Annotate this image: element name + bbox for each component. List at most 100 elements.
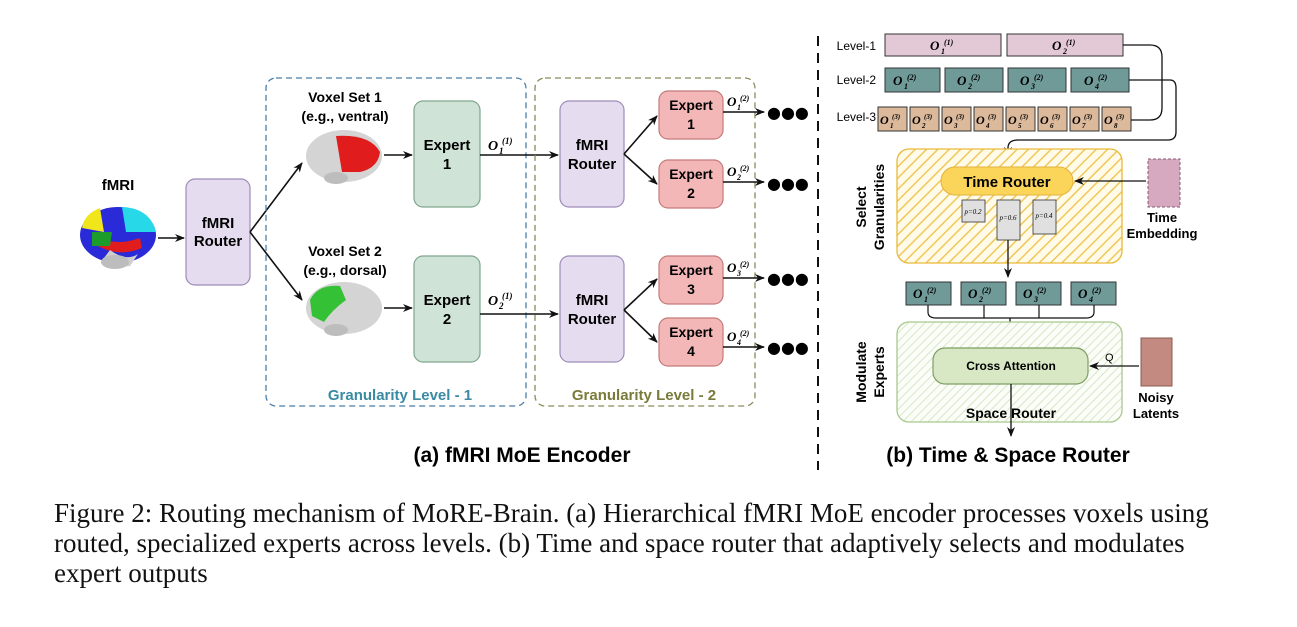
o-subscript: 1 xyxy=(924,295,928,304)
o-subscript: 8 xyxy=(1114,122,1118,130)
level-2-token-2: O 2 (2) xyxy=(944,67,1004,93)
output-l2-2: O 2 (2) xyxy=(727,164,750,182)
o-superscript: (2) xyxy=(1037,286,1047,295)
svg-text:Granularities: Granularities xyxy=(871,164,887,251)
o-superscript: (3) xyxy=(1052,113,1060,121)
voxel-set-1-brain-icon xyxy=(306,130,382,184)
prob-label-1: p=0.2 xyxy=(964,208,982,216)
modulate-experts-label: Modulate Experts xyxy=(853,341,887,403)
o-symbol: O xyxy=(1084,73,1094,88)
expert-l1-2-label: Expert xyxy=(424,292,471,309)
o-subscript: 3 xyxy=(953,122,958,130)
o-symbol: O xyxy=(1078,286,1088,301)
output-o2-level1: O 2 (1) xyxy=(488,291,513,311)
fmri-router-l2a-box xyxy=(559,100,625,208)
arrow-router2b-to-expert4 xyxy=(623,309,658,343)
svg-text:Modulate: Modulate xyxy=(853,341,869,403)
o-superscript: (1) xyxy=(502,136,513,146)
level-2-token-4: O 4 (2) xyxy=(1070,67,1130,93)
o-subscript: 1 xyxy=(904,82,908,91)
o-superscript: (2) xyxy=(1098,73,1108,82)
expert-l2-1: Expert 1 xyxy=(658,90,724,140)
panel-b-title: (b) Time & Space Router xyxy=(886,444,1130,467)
level-2-token-3: O 3 (2) xyxy=(1007,67,1067,93)
cross-attention-label: Cross Attention xyxy=(966,359,1056,373)
o-symbol: O xyxy=(1104,113,1113,127)
expert-l2-3-box xyxy=(658,255,724,305)
o-symbol: O xyxy=(488,139,498,154)
level-1-token-2: O 2 (1) xyxy=(1006,33,1124,57)
o-subscript: 2 xyxy=(1062,47,1067,56)
o-superscript: (2) xyxy=(740,329,750,338)
o-subscript: 2 xyxy=(921,122,926,130)
expert-l2-2-label: Expert xyxy=(669,166,713,182)
output-o1-level1: O 1 (1) xyxy=(488,136,513,156)
ellipsis-1: ●●● xyxy=(767,103,809,122)
expert-l2-3: Expert 3 xyxy=(658,255,724,305)
level-3-token-1: O 1 (3) xyxy=(877,106,908,132)
o-symbol: O xyxy=(976,113,985,127)
time-embedding-label-2: Embedding xyxy=(1127,226,1198,241)
o-superscript: (2) xyxy=(982,286,992,295)
o-subscript: 2 xyxy=(978,295,983,304)
o-superscript: (2) xyxy=(740,164,750,173)
expert-l2-1-number: 1 xyxy=(687,116,695,132)
o-symbol: O xyxy=(893,73,903,88)
voxel-set-1-title: Voxel Set 1 xyxy=(308,89,382,105)
levels-to-time-router-arrow xyxy=(1004,79,1177,157)
time-router-label: Time Router xyxy=(963,174,1050,191)
level-3-token-6: O 6 (3) xyxy=(1037,106,1068,132)
selected-token-2: O 2 (2) xyxy=(960,281,1007,306)
output-l2-4: O 4 (2) xyxy=(727,329,750,347)
o-superscript: (2) xyxy=(927,286,937,295)
o-subscript: 3 xyxy=(1030,82,1035,91)
noisy-latents-icon xyxy=(1140,337,1173,387)
fmri-router-label-2: Router xyxy=(194,233,242,250)
o-superscript: (2) xyxy=(971,73,981,82)
time-router-box xyxy=(940,166,1074,196)
o-symbol: O xyxy=(727,329,737,344)
o-subscript: 5 xyxy=(1018,122,1022,130)
o-symbol: O xyxy=(727,164,737,179)
o-superscript: (1) xyxy=(502,291,513,301)
o-symbol: O xyxy=(944,113,953,127)
o-symbol: O xyxy=(957,73,967,88)
level-3-token-4: O 4 (3) xyxy=(973,106,1004,132)
arrow-router2b-to-expert3 xyxy=(623,278,658,311)
expert-l2-3-label: Expert xyxy=(669,262,713,278)
svg-text:Select: Select xyxy=(853,186,869,228)
svg-text:Experts: Experts xyxy=(871,346,887,398)
o-subscript: 2 xyxy=(736,173,741,182)
o-symbol: O xyxy=(930,38,940,53)
expert-l2-1-box xyxy=(658,90,724,140)
o-symbol: O xyxy=(968,286,978,301)
o-subscript: 4 xyxy=(1088,295,1093,304)
o-superscript: (2) xyxy=(740,94,750,103)
selected-token-3: O 3 (2) xyxy=(1015,281,1062,306)
o-superscript: (3) xyxy=(1116,113,1124,121)
o-superscript: (3) xyxy=(1084,113,1092,121)
granularity-level-2-label: Granularity Level - 2 xyxy=(572,387,716,404)
arrow-router2a-to-expert1 xyxy=(623,115,658,155)
o-superscript: (3) xyxy=(924,113,932,121)
o-superscript: (3) xyxy=(1020,113,1028,121)
time-embedding-label-1: Time xyxy=(1147,210,1177,225)
ellipsis-2: ●●● xyxy=(767,174,809,193)
output-l2-1: O 1 (2) xyxy=(727,94,750,112)
level-3-token-5: O 5 (3) xyxy=(1005,106,1036,132)
expert-l2-4-number: 4 xyxy=(687,343,695,359)
o-superscript: (1) xyxy=(944,38,954,47)
level-2-token-1: O 1 (2) xyxy=(884,67,941,93)
o-subscript: 2 xyxy=(967,82,972,91)
q-label: Q xyxy=(1105,352,1114,364)
o-subscript: 4 xyxy=(1094,82,1099,91)
expert-l2-4-label: Expert xyxy=(669,324,713,340)
expert-l1-1-number: 1 xyxy=(443,156,451,173)
panel-a-title: (a) fMRI MoE Encoder xyxy=(413,444,630,467)
o-subscript: 6 xyxy=(1050,122,1054,130)
o-superscript: (2) xyxy=(907,73,917,82)
ellipsis-3: ●●● xyxy=(767,269,809,288)
o-symbol: O xyxy=(912,113,921,127)
voxel-set-2-subtitle: (e.g., dorsal) xyxy=(303,262,386,278)
